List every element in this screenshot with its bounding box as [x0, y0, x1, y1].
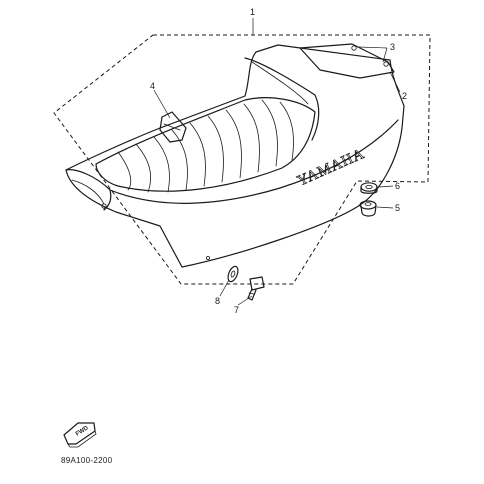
seat-rear-hump-inner [251, 61, 309, 105]
seat-side-edge [109, 119, 399, 204]
callout-7: 7 [234, 305, 239, 315]
part-grommet [359, 200, 377, 217]
callout-1: 1 [250, 7, 255, 17]
seat-pleats [117, 99, 294, 193]
seat-strap-fold [163, 123, 181, 131]
callout-5: 5 [395, 203, 400, 213]
callout-8: 8 [215, 296, 220, 306]
seat-assembly: YAMAHA [65, 43, 405, 268]
part-damper [360, 182, 378, 194]
part-washer [227, 265, 239, 283]
callout-6: 6 [395, 181, 400, 191]
seat-front-edge [71, 179, 105, 205]
seat-rear-hump [244, 57, 320, 141]
seat-cushion-top [95, 97, 316, 192]
assembly-boundary [53, 34, 431, 285]
callout-3: 3 [390, 42, 395, 52]
callout-2: 2 [402, 91, 407, 101]
leader-lines [153, 18, 401, 306]
diagram-code: 89A100-2200 [61, 456, 113, 465]
seat-hole [101, 203, 107, 209]
callout-4: 4 [150, 81, 155, 91]
seat-brand-logo: YAMAHA [295, 146, 367, 190]
seat-hole [205, 255, 210, 260]
seat-strap [159, 111, 187, 143]
tail-bolt-hole [351, 45, 357, 51]
seat-outline [65, 44, 405, 171]
tail-bolt-hole [383, 61, 389, 67]
seat-tail-plate [299, 43, 395, 79]
fwd-arrow: FWD [63, 422, 97, 448]
part-bolt [247, 276, 265, 301]
seat-base [65, 105, 405, 268]
